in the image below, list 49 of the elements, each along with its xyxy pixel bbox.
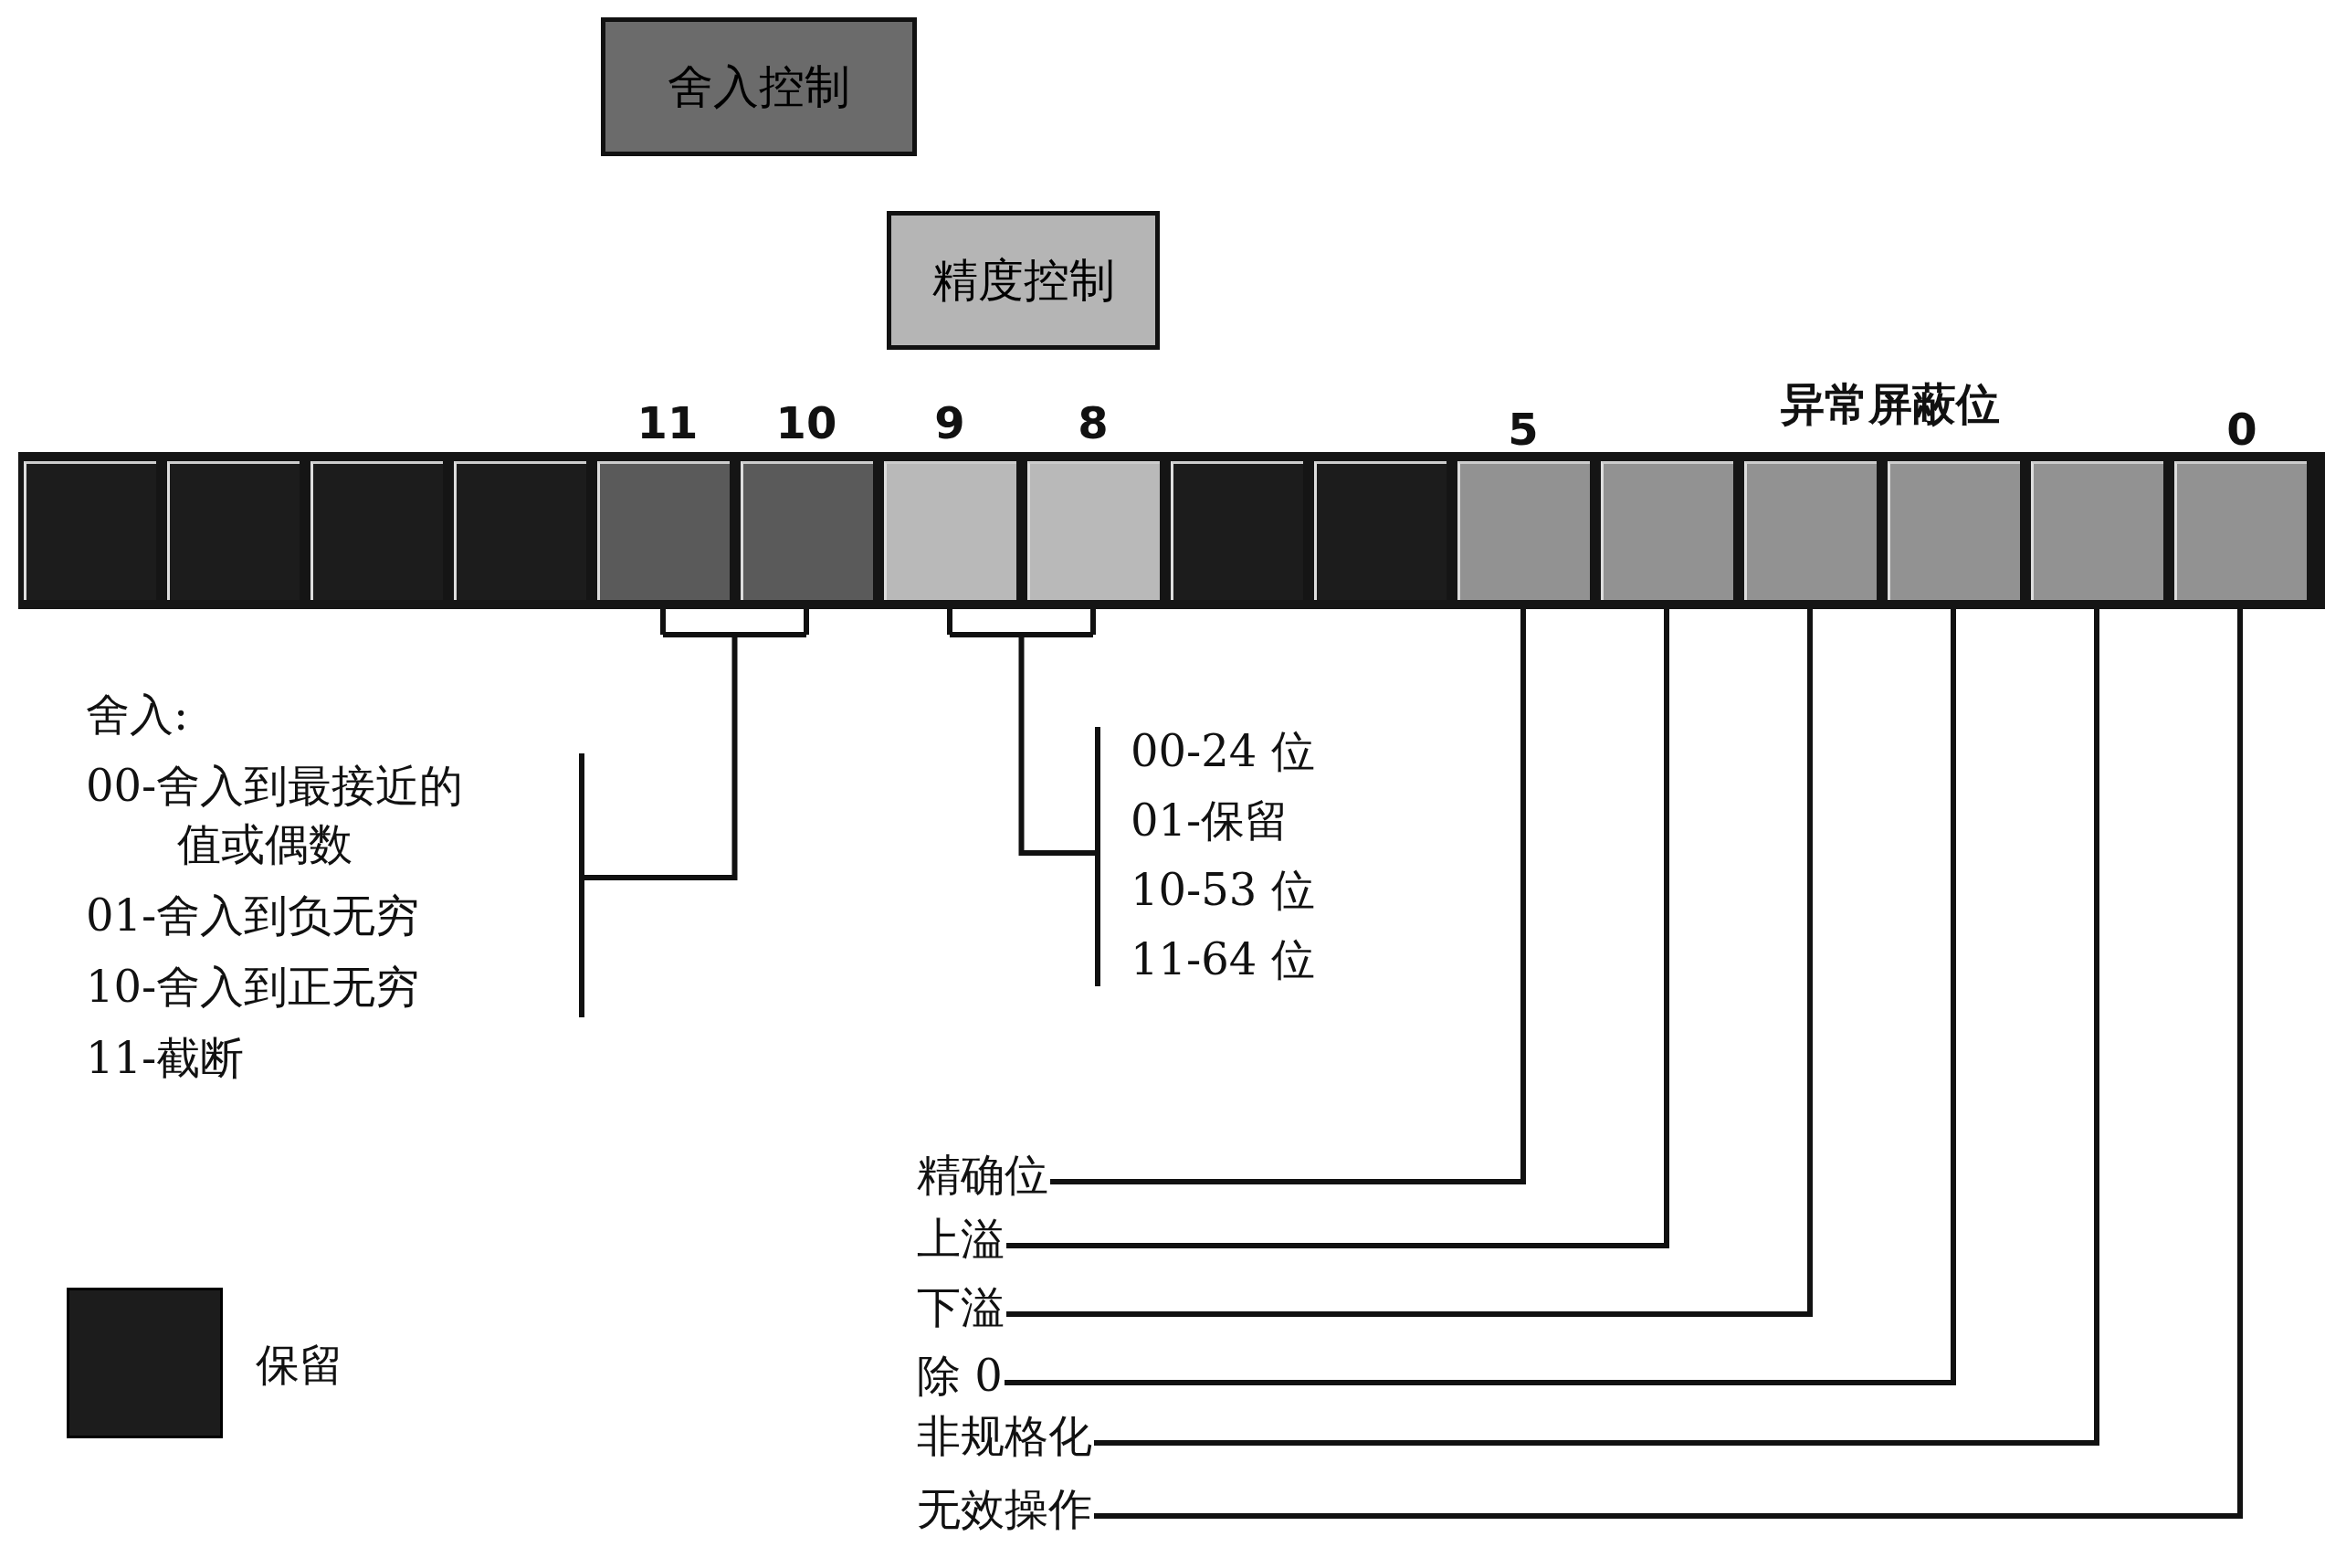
- list-item: 01-保留: [1131, 794, 1290, 847]
- bit-number: 5: [1508, 404, 1539, 455]
- bit-cell: [884, 461, 1016, 600]
- bit-cell: [1027, 461, 1160, 600]
- list-item: 10-53 位: [1131, 863, 1316, 917]
- list-item: 01-舍入到负无穷: [86, 889, 421, 942]
- bit-number: 0: [2226, 404, 2257, 455]
- leader-line: [1006, 609, 1813, 1317]
- bracket-line: [579, 609, 809, 1020]
- list-item: 00-舍入到最接近的值或偶数: [86, 759, 465, 871]
- control-box: 舍入控制: [601, 17, 917, 156]
- bit-cell: [1171, 461, 1303, 600]
- bit-cell: [1457, 461, 1590, 600]
- callout-text: 精确位: [917, 1145, 1048, 1204]
- list-item: 00-24 位: [1131, 724, 1316, 778]
- leader-line: [1006, 609, 1669, 1248]
- bit-cell: [2031, 461, 2163, 600]
- bit-cell: [1888, 461, 2020, 600]
- leader-line: [1005, 609, 1956, 1385]
- bit-cell: [454, 461, 586, 600]
- list-heading: 舍入:: [86, 688, 190, 742]
- callout-text: 非规格化: [917, 1406, 1092, 1465]
- field-label: 异常屏蔽位: [1781, 378, 2000, 429]
- bit-number: 11: [636, 397, 699, 448]
- bit-cell: [310, 461, 443, 600]
- control-box: 精度控制: [887, 211, 1160, 350]
- callout-text: 上溢: [917, 1209, 1005, 1268]
- leader-line: [1094, 609, 2243, 1519]
- bit-cell: [24, 461, 156, 600]
- list-item: 11-64 位: [1131, 932, 1316, 986]
- bit-cell: [1314, 461, 1447, 600]
- callout-text: 除 0: [917, 1346, 1003, 1405]
- bit-cell: [2174, 461, 2307, 600]
- leader-line: [1050, 609, 1526, 1184]
- list-item: 10-舍入到正无穷: [86, 960, 421, 1014]
- bit-cell: [741, 461, 873, 600]
- bit-cell: [1744, 461, 1877, 600]
- bracket-line: [947, 609, 1100, 989]
- leader-line: [1094, 609, 2099, 1446]
- callout-text: 下溢: [917, 1278, 1005, 1336]
- bit-number: 9: [934, 397, 965, 448]
- legend-label: 保留: [256, 1338, 343, 1392]
- callout-text: 无效操作: [917, 1479, 1092, 1538]
- bit-cell: [1601, 461, 1733, 600]
- bit-number: 10: [775, 397, 837, 448]
- bit-number: 8: [1078, 397, 1109, 448]
- bit-cell: [597, 461, 730, 600]
- list-item: 11-截断: [86, 1031, 246, 1085]
- bit-cell: [167, 461, 300, 600]
